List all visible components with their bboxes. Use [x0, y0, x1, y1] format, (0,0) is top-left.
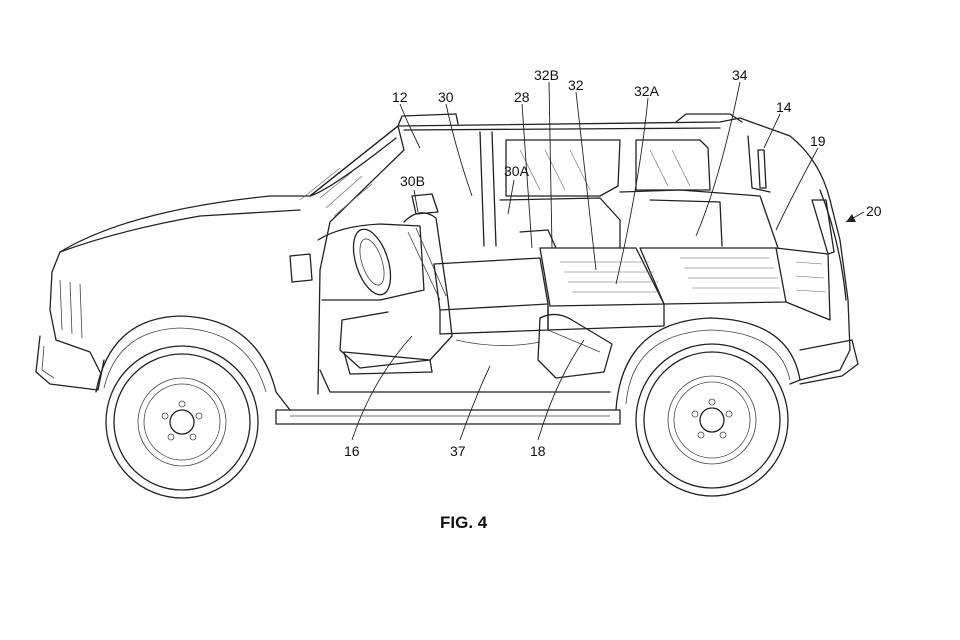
interior — [318, 190, 830, 392]
rear-wheel — [636, 344, 788, 496]
label-30A: 30A — [504, 163, 530, 179]
label-32: 32 — [568, 77, 584, 93]
label-34: 34 — [732, 67, 748, 83]
label-28: 28 — [514, 89, 530, 105]
label-16: 16 — [344, 443, 360, 459]
vehicle-body — [36, 114, 858, 424]
label-18: 18 — [530, 443, 546, 459]
label-32B: 32B — [534, 67, 559, 83]
figure-caption: FIG. 4 — [440, 513, 488, 532]
label-30: 30 — [438, 89, 454, 105]
label-30B: 30B — [400, 173, 425, 189]
label-32A: 32A — [634, 83, 660, 99]
label-20: 20 — [866, 203, 882, 219]
label-37: 37 — [450, 443, 466, 459]
label-19: 19 — [810, 133, 826, 149]
label-14: 14 — [776, 99, 792, 115]
arrow-20 — [846, 214, 856, 222]
label-12: 12 — [392, 89, 408, 105]
front-wheel — [106, 346, 258, 498]
leader-lines — [352, 82, 864, 440]
